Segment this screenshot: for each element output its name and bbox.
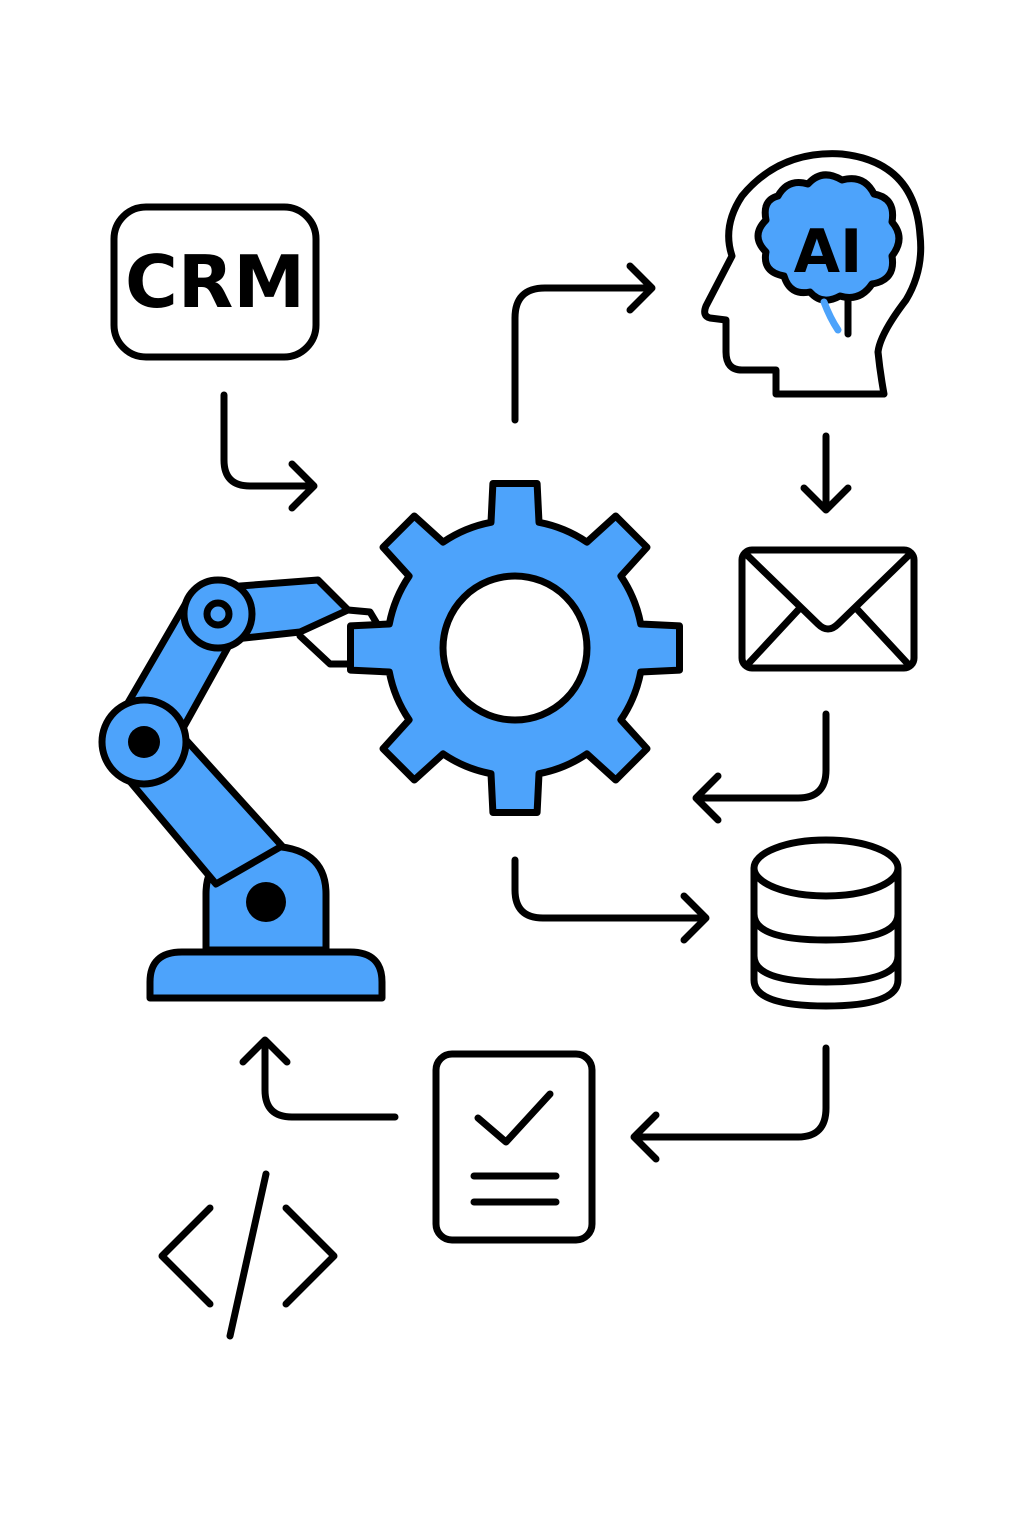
crm-box-frame <box>110 203 320 361</box>
envelope-fold-right <box>852 604 912 668</box>
checklist-document-icon <box>432 1050 596 1244</box>
arrow-database-to-checklist <box>636 1044 830 1141</box>
database-icon <box>750 836 902 1010</box>
arrow-gear-to-database <box>511 856 706 922</box>
brain-icon <box>754 171 903 304</box>
database-ring-2 <box>750 952 902 986</box>
robot-elbow-pin <box>128 726 160 758</box>
envelope-flap <box>744 552 912 633</box>
robot-base-pin <box>246 882 286 922</box>
ai-label: AI <box>794 217 863 287</box>
envelope-body <box>738 546 918 672</box>
arrowhead-database-to-checklist <box>630 1111 660 1163</box>
envelope-icon <box>738 546 918 672</box>
crm-label: CRM <box>125 240 305 324</box>
arrow-email-to-gear <box>696 710 830 802</box>
flow-arrows <box>220 262 852 1163</box>
envelope-fold-left <box>744 604 804 668</box>
arrowhead-crm-to-gear <box>288 460 318 512</box>
robotic-arm-icon <box>98 576 386 1002</box>
gear-icon <box>347 480 683 816</box>
arrowhead-gear-to-database <box>680 892 710 944</box>
arrow-checklist-to-robot <box>261 1042 399 1121</box>
robot-shoulder-pin <box>203 599 233 629</box>
code-icon <box>158 1170 338 1340</box>
arrowhead-checklist-to-robot <box>239 1036 291 1066</box>
gear-hole <box>439 572 591 724</box>
check-mark <box>474 1090 554 1146</box>
ai-head: AI <box>701 150 925 398</box>
arrow-crm-to-gear <box>220 391 314 490</box>
brain-stem <box>820 298 842 334</box>
arrow-gear-to-ai <box>511 284 654 424</box>
arrowhead-ai-to-email <box>800 484 852 514</box>
code-bracket-left <box>158 1204 214 1308</box>
document-frame <box>432 1050 596 1244</box>
crm-box: CRM <box>110 203 320 361</box>
database-top <box>750 836 902 900</box>
arrowhead-gear-to-ai <box>626 262 656 314</box>
code-slash <box>226 1170 270 1340</box>
robot-base <box>146 948 386 1002</box>
arrowhead-email-to-gear <box>692 772 722 824</box>
database-ring-1 <box>750 910 902 944</box>
code-bracket-right <box>282 1204 338 1308</box>
